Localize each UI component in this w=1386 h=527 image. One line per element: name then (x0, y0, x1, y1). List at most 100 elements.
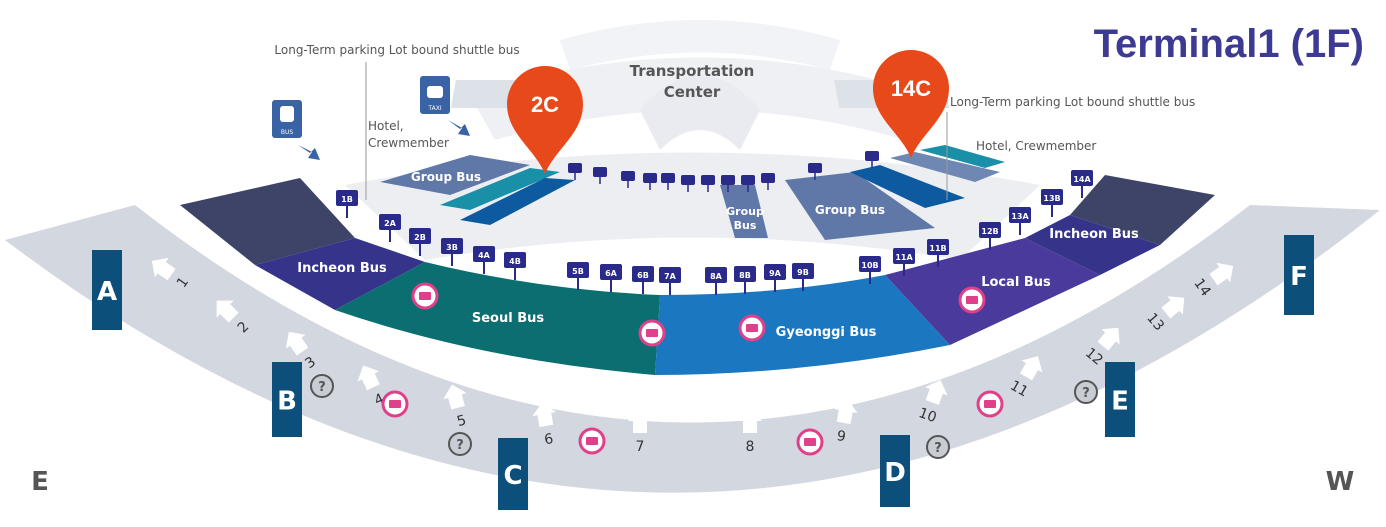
transportation-center-label-1: Transportation (630, 62, 755, 80)
exit-door-F: F (1284, 235, 1314, 315)
svg-text:B: B (277, 387, 297, 417)
information-icon: ? (926, 435, 950, 459)
svg-text:A: A (97, 277, 117, 307)
svg-text:6B: 6B (637, 271, 649, 280)
bus-stop-2A: 2A (379, 214, 401, 242)
lane-right-1 (850, 165, 965, 208)
hotel-label-left-1: Hotel, (368, 119, 404, 133)
svg-text:13A: 13A (1011, 212, 1029, 221)
information-icon: ? (448, 432, 472, 456)
gate-8: 8 (738, 409, 762, 455)
bus-stop-upper (701, 175, 715, 192)
zone-label-local: Local Bus (981, 275, 1051, 290)
svg-text:11: 11 (1007, 378, 1030, 401)
dark-zone-right (1070, 175, 1215, 245)
exit-door-D: D (880, 435, 910, 507)
svg-text:1B: 1B (341, 195, 353, 204)
terminal-title: Terminal1 (1F) (1093, 22, 1364, 66)
bus-stop-1B: 1B (336, 190, 358, 218)
gate-7: 7 (628, 409, 652, 455)
zone-group-bus-center (720, 185, 768, 238)
bus-stop-9B: 9B (792, 263, 814, 291)
service-icons: ???? (310, 282, 1098, 459)
bus-stop-10B: 10B (859, 256, 881, 284)
taxi-icon: TAXI (420, 76, 470, 136)
information-icon: ? (1074, 380, 1098, 404)
bus-stop-upper (721, 175, 735, 192)
ticket-office-icon (738, 314, 766, 342)
svg-text:14C: 14C (891, 76, 931, 101)
bus-stop-upper (593, 167, 607, 184)
svg-text:14A: 14A (1073, 175, 1091, 184)
exit-door-A: A (92, 250, 122, 330)
svg-text:10B: 10B (861, 261, 878, 270)
bus-stop-upper (761, 173, 775, 190)
lane-right-3 (920, 145, 1005, 168)
svg-text:4A: 4A (478, 251, 491, 260)
svg-text:9B: 9B (797, 268, 809, 277)
bus-stop-2B: 2B (409, 228, 431, 256)
bus-stop-upper (808, 163, 822, 180)
svg-text:D: D (884, 458, 906, 488)
bus-stop-upper (568, 163, 582, 180)
svg-text:11B: 11B (929, 244, 946, 253)
transportation-center-label-2: Center (664, 83, 721, 101)
bus-stop-4A: 4A (473, 246, 495, 274)
bus-stop-upper (643, 173, 657, 190)
svg-text:?: ? (318, 380, 326, 395)
bus-stop-11A: 11A (893, 248, 915, 276)
zone-label-group-left: Group Bus (411, 170, 481, 184)
location-marker-14C[interactable]: 14C (873, 50, 949, 158)
zone-gyeonggi-bus (655, 275, 950, 375)
svg-text:10: 10 (916, 405, 938, 426)
ticket-office-icon (411, 282, 439, 310)
compass-east: E (31, 467, 49, 497)
location-marker-2C[interactable]: 2C (507, 66, 583, 174)
ticket-office-icon (958, 286, 986, 314)
bus-stop-6B: 6B (632, 266, 654, 294)
shuttle-label-right: Long-Term parking Lot bound shuttle bus (950, 95, 1195, 109)
gate-6: 6 (532, 402, 557, 448)
ticket-office-icon (976, 390, 1004, 418)
svg-text:11A: 11A (895, 253, 913, 262)
svg-text:BUS: BUS (281, 129, 294, 136)
bus-stop-4B: 4B (504, 252, 526, 280)
bus-stop-13B: 13B (1041, 189, 1063, 217)
zone-incheon-bus-right (1025, 215, 1160, 275)
svg-text:8A: 8A (710, 272, 723, 281)
svg-text:F: F (1290, 262, 1308, 292)
svg-text:9: 9 (835, 428, 847, 445)
bus-stop-5B: 5B (567, 262, 589, 290)
bus-stop-8A: 8A (705, 267, 727, 295)
svg-text:E: E (1111, 387, 1129, 417)
ticket-office-icon (578, 427, 606, 455)
svg-text:7A: 7A (664, 272, 677, 281)
zone-label-seoul: Seoul Bus (472, 311, 545, 326)
exit-door-E: E (1105, 362, 1135, 437)
svg-text:12B: 12B (981, 227, 998, 236)
svg-text:6A: 6A (605, 269, 618, 278)
bus-stop-upper (681, 175, 695, 192)
zone-label-incheon-left: Incheon Bus (297, 261, 387, 276)
ticket-office-icon (796, 428, 824, 456)
gate-11: 11 (1007, 356, 1043, 401)
gate-10: 10 (916, 379, 948, 426)
bus-stop-upper (865, 151, 879, 168)
svg-text:2A: 2A (384, 219, 397, 228)
svg-text:?: ? (934, 441, 942, 456)
svg-text:5: 5 (455, 412, 468, 430)
bus-stop-13A: 13A (1009, 207, 1031, 235)
lane-right-2 (890, 152, 1000, 182)
gate-5: 5 (443, 384, 468, 430)
bus-icon: BUS (272, 100, 320, 160)
bus-stop-3B: 3B (441, 238, 463, 266)
bus-stop-11B: 11B (927, 239, 949, 267)
zone-group-bus-right (785, 172, 935, 240)
ticket-office-icon (638, 319, 666, 347)
departure-concourse (5, 205, 1380, 493)
zone-label-group-right: Group Bus (815, 203, 885, 217)
svg-text:8B: 8B (739, 271, 751, 280)
hotel-label-left-2: Crewmember (368, 136, 449, 150)
